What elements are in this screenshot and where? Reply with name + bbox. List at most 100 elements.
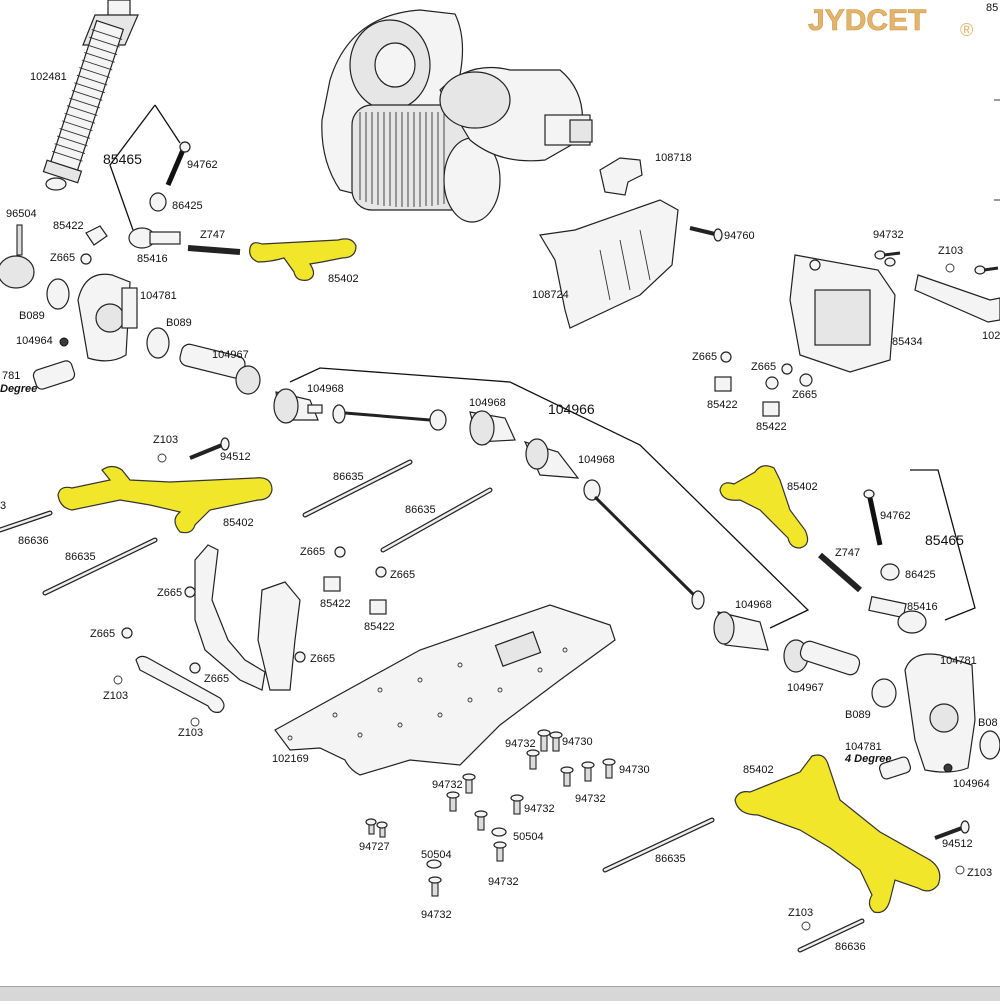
label-85422-c2: 85422 — [756, 421, 787, 433]
axle-pin-left — [32, 360, 76, 390]
label-z103-m2: Z103 — [178, 727, 203, 739]
label-b089-a: B089 — [19, 310, 45, 322]
label-85416-left: 85416 — [137, 253, 168, 265]
label-z665-m2: Z665 — [390, 569, 415, 581]
bracket-85465-left — [109, 104, 181, 231]
cup-104968-a — [273, 388, 323, 424]
label-104967-right: 104967 — [787, 682, 824, 694]
driveshaft-right — [583, 479, 705, 610]
watermark-text: JYDCET — [808, 4, 926, 37]
watermark-reg: ® — [960, 20, 973, 40]
label-86635-right: 86635 — [655, 853, 686, 865]
pin-96504 — [16, 224, 23, 256]
screw-94762-right — [863, 489, 883, 546]
nut-z665-m6 — [189, 662, 201, 674]
label-94762-right: 94762 — [880, 510, 911, 522]
callout-line-104966 — [289, 367, 810, 629]
label-102-right: 102 — [982, 330, 1000, 342]
label-b08-right: B08 — [978, 717, 998, 729]
label-86425-right: 86425 — [905, 569, 936, 581]
label-degree-right: 4 Degree — [844, 753, 891, 765]
servo-mount-left — [194, 544, 301, 691]
clip-z103-br2 — [801, 921, 811, 931]
label-85416-right: 85416 — [907, 601, 938, 613]
label-z665-m1: Z665 — [300, 546, 325, 558]
label-z665-m5: Z665 — [310, 653, 335, 665]
screws-94732-top — [874, 250, 901, 267]
label-108718: 108718 — [655, 152, 692, 164]
nut-z665-left — [80, 253, 92, 265]
hub-carrier-104781-right — [904, 653, 976, 773]
nut-z665-m3 — [184, 586, 196, 598]
label-85402-right-arm: 85402 — [787, 481, 818, 493]
hex-hub-left — [0, 255, 35, 289]
label-85422-m1: 85422 — [320, 598, 351, 610]
label-86635-a: 86635 — [333, 471, 364, 483]
label-86636-left: 86636 — [18, 535, 49, 547]
hub-carrier-104781-left — [77, 273, 138, 362]
plate-108724 — [539, 199, 679, 329]
label-shock: 102481 — [30, 71, 67, 83]
label-86635-c: 86635 — [65, 551, 96, 563]
label-z665-m4: Z665 — [90, 628, 115, 640]
label-85434: 85434 — [892, 336, 923, 348]
screw-94762-left — [165, 141, 191, 186]
label-104968-a: 104968 — [307, 383, 344, 395]
label-104966: 104966 — [548, 401, 595, 417]
label-top-corner: 85 — [986, 2, 998, 14]
bearing-left-b — [146, 327, 170, 359]
label-94760: 94760 — [724, 230, 755, 242]
link-right — [914, 274, 1000, 323]
label-94732-b4: 94732 — [524, 803, 555, 815]
label-85465-right: 85465 — [925, 532, 964, 548]
label-z665-left: Z665 — [50, 252, 75, 264]
axle-pin-right — [878, 756, 912, 780]
bearing-right-edge — [979, 730, 1000, 760]
screw-94512-left — [189, 437, 230, 460]
label-z103-left: Z103 — [153, 434, 178, 446]
nut-z665-m2 — [375, 566, 387, 578]
label-94727: 94727 — [359, 841, 390, 853]
cup-104968-c — [523, 438, 580, 479]
turnbuckle-z747-left — [187, 245, 241, 255]
nut-z665-c3 — [765, 376, 779, 390]
nut-z665-m1 — [334, 546, 346, 558]
screw-94512-right — [934, 820, 970, 840]
label-94730-b2: 94730 — [619, 764, 650, 776]
ball-86425-left — [149, 192, 167, 212]
label-104781-left: 104781 — [140, 290, 177, 302]
label-86425-left: 86425 — [172, 200, 203, 212]
nut-z665-c2 — [781, 363, 793, 375]
bottom-scrollbar[interactable] — [0, 986, 1000, 1001]
nut-85422-m2 — [369, 599, 387, 615]
clip-z103-m2 — [190, 717, 200, 727]
label-94732-b2: 94732 — [575, 793, 606, 805]
label-3-edge: 3 — [0, 500, 6, 512]
label-50504-b: 50504 — [421, 849, 452, 861]
label-104781-right: 104781 — [940, 655, 977, 667]
label-94762-left: 94762 — [187, 159, 218, 171]
label-z665-c1: Z665 — [692, 351, 717, 363]
label-z665-c3: Z665 — [792, 389, 817, 401]
label-b089-right: B089 — [845, 709, 871, 721]
label-94732-b3: 94732 — [432, 779, 463, 791]
bearing-b089-right — [871, 678, 897, 708]
shock-absorber — [42, 0, 139, 191]
label-94512-right: 94512 — [942, 838, 973, 850]
label-z665-m6: Z665 — [204, 673, 229, 685]
nut-85422-m1 — [323, 576, 341, 592]
screw-top-right — [974, 265, 999, 275]
axle-104967-left — [179, 343, 261, 395]
nut-85422-c2 — [762, 401, 780, 417]
mount-108718 — [599, 157, 643, 196]
motor-gearbox-assembly — [321, 9, 593, 223]
clip-z103-m1 — [113, 675, 123, 685]
label-z747-right: Z747 — [835, 547, 860, 559]
axle-104967-right — [783, 639, 861, 676]
label-85402-left-arm: 85402 — [223, 517, 254, 529]
label-94730-b1: 94730 — [562, 736, 593, 748]
label-86636-right: 86636 — [835, 941, 866, 953]
ball-86425-right — [880, 563, 900, 581]
upper-arm-85402-right — [719, 465, 809, 549]
pin-104964-right — [943, 763, 953, 773]
